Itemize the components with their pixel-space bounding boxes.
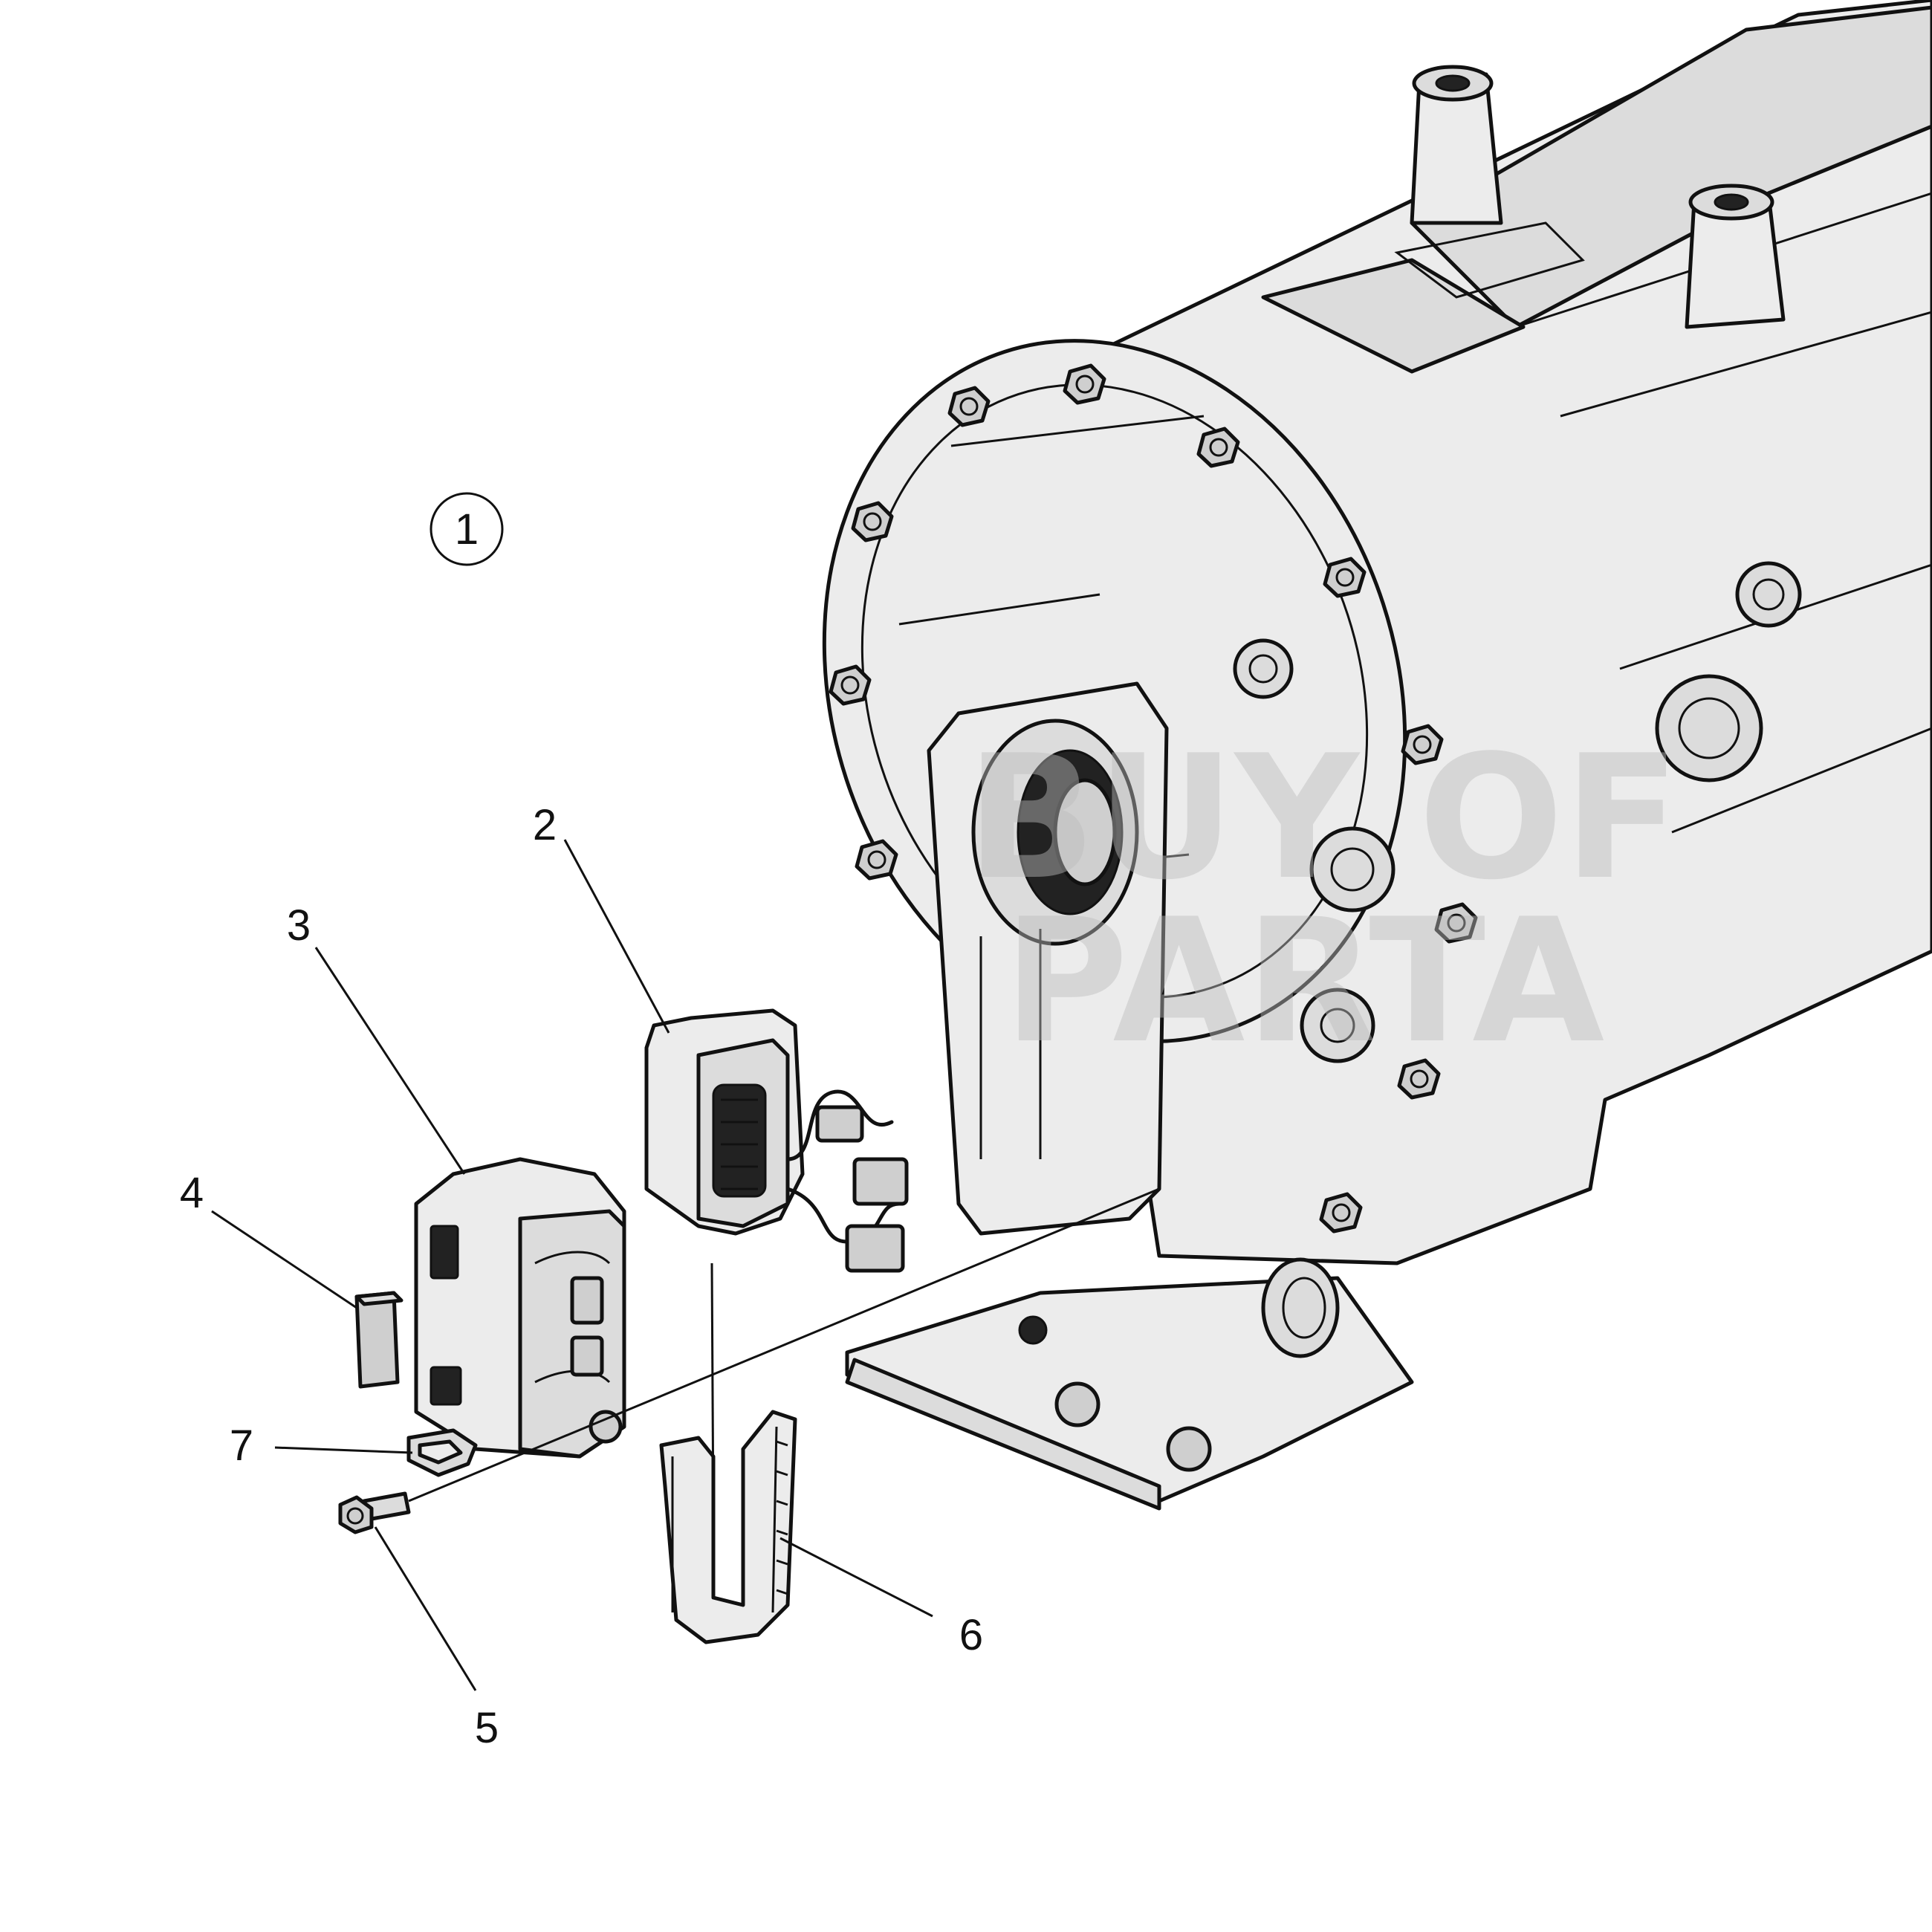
leader-3 [314,947,466,1175]
mount-tower-right [1685,184,1786,329]
bolt-icon [947,386,991,427]
bolt-icon [1063,363,1106,405]
callout-1: 1 [455,505,479,554]
part-5-bolt [338,1491,411,1534]
leader-7 [274,1446,413,1454]
transmission-housing: BUY OF PARTA [822,0,1932,1511]
leader-6 [779,1537,933,1618]
id-plate [1261,258,1526,374]
bolt-icon [1401,724,1444,765]
bolt-icon [1434,902,1478,944]
install-axis-bolt [408,1187,1160,1503]
watermark: BUY OF [966,719,1680,918]
leader-5 [374,1526,477,1691]
watermark: PARTA [1003,883,1604,1081]
case-bosses [1233,561,1802,1063]
leader-2 [563,839,670,1034]
side-port [1261,1257,1340,1358]
bolt-icon [1323,557,1367,598]
callout-7: 7 [230,1422,253,1470]
mount-tower-left [1410,65,1503,225]
part-3-control-module [414,1157,626,1459]
bolt-icon [1196,427,1240,468]
install-axis-cover [710,1262,715,1524]
callout-4: 4 [180,1169,204,1217]
bolt-icon [1319,1192,1363,1234]
bolt-icon [829,664,872,706]
flange-bolts [829,363,1478,1234]
callout-1-circled: 1 [429,492,504,566]
callouts: 1 2 3 4 5 6 7 [180,492,983,1752]
part-6-cover [659,1410,797,1644]
callout-5: 5 [475,1704,499,1752]
bolt-icon [1397,1058,1441,1100]
callout-3: 3 [287,901,311,950]
bolt-icon [855,839,898,881]
bolt-icon [851,501,894,542]
leader-4 [211,1210,357,1309]
callout-6: 6 [959,1611,983,1659]
part-2-connector-module [644,1008,909,1273]
leader-lines [211,839,1160,1691]
part-7-retainer-clip [406,1428,478,1477]
callout-2: 2 [533,801,557,849]
part-4-pad [354,1291,403,1389]
